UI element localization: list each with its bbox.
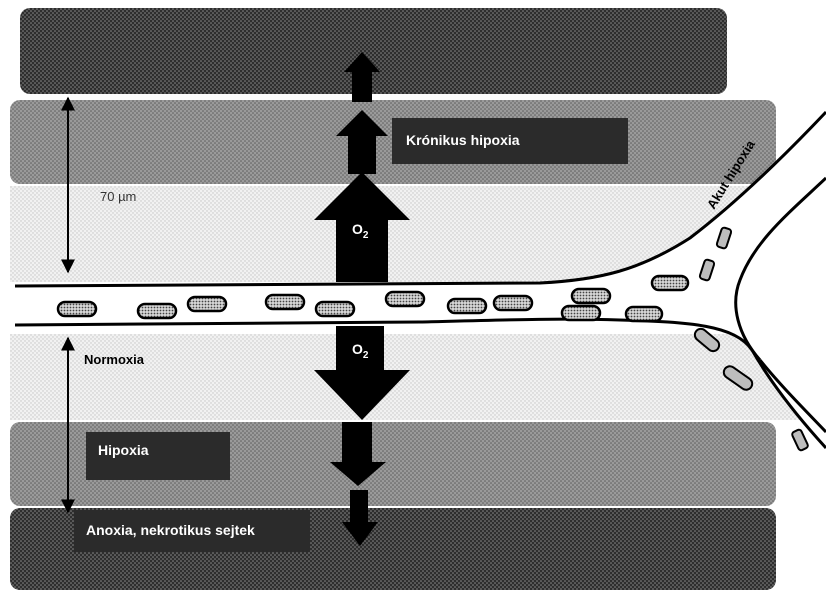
rbc (446, 297, 488, 315)
anoxia-box (74, 510, 310, 552)
rbc (624, 305, 664, 323)
branch-cells (693, 226, 809, 452)
o2-arrow-up-large (314, 172, 410, 282)
o2-arrow-down-large (314, 326, 410, 420)
rbc (570, 287, 612, 305)
o2-arrow-up-medium (336, 110, 388, 174)
rbc (136, 302, 178, 320)
rbc (314, 300, 356, 318)
hypoxia-label: Hipoxia (98, 442, 149, 458)
distance-label: 70 µm (100, 189, 136, 204)
red-blood-cells (56, 274, 690, 323)
rbc (560, 304, 602, 322)
chronic-hypoxia-label: Krónikus hipoxia (406, 132, 520, 148)
normoxia-band-bottom (10, 334, 816, 420)
normoxia-label: Normoxia (84, 352, 145, 367)
branch-cell (791, 428, 809, 452)
oxygen-arrows-up (314, 52, 410, 282)
branch-cell (722, 365, 754, 391)
o2-up-label: O2 (352, 221, 369, 241)
o2-arrow-down-small (342, 490, 378, 546)
rbc (264, 293, 306, 311)
o2-down-label: O2 (352, 341, 369, 361)
vessel-wall-inner (734, 176, 826, 361)
hypoxia-box (86, 432, 230, 480)
branch-cell (715, 226, 733, 250)
o2-arrow-up-small (344, 52, 380, 102)
rbc (186, 295, 228, 313)
anoxia-label: Anoxia, nekrotikus sejtek (86, 522, 255, 538)
chronic-hypoxia-box (392, 118, 628, 164)
oxygen-arrows-down (314, 326, 410, 546)
o2-arrow-down-medium (330, 422, 386, 486)
vessel-wall-top (14, 110, 826, 288)
rbc (650, 274, 690, 292)
rbc (56, 300, 98, 318)
vessel-wall-inner-lower (758, 359, 826, 434)
branch-cell (693, 327, 721, 353)
branch-cell (698, 258, 716, 282)
rbc (384, 290, 426, 308)
anoxia-band-top (20, 8, 727, 94)
rbc (492, 294, 534, 312)
vessel-wall-bottom (14, 317, 826, 450)
